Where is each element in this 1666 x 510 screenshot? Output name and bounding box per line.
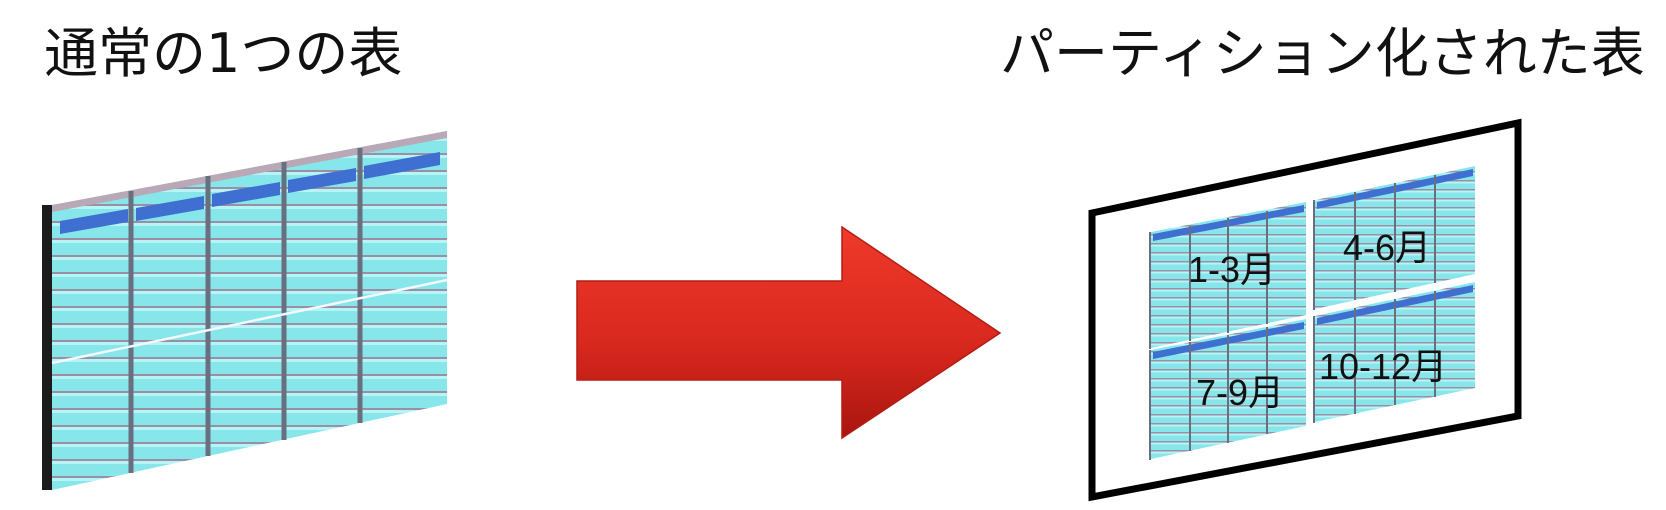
table-left-edge: [42, 205, 52, 490]
partition-table-q2: 4-6月: [1313, 166, 1475, 310]
partitioned-table-title: パーティション化された表: [1000, 22, 1645, 85]
table-header-cell: [60, 209, 128, 234]
partition-label-q2: 4-6月: [1343, 227, 1431, 268]
arrow-right-icon: [576, 225, 1002, 440]
single-table-graphic: [42, 131, 448, 490]
partition-table-q3: 7-9月: [1149, 319, 1306, 460]
single-table-title: 通常の1つの表: [44, 22, 403, 85]
partition-label-q3: 7-9月: [1196, 372, 1284, 413]
partition-table-q1: 1-3月: [1149, 202, 1306, 349]
table-top-edge: [52, 131, 447, 212]
table-split-line: [51, 278, 448, 365]
table-body: [52, 131, 447, 490]
partitioned-table-graphic: 1-3月 4-6月 7-9月: [1088, 118, 1522, 502]
table-header-cell: [212, 182, 280, 207]
partition-label-q4: 10-12月: [1319, 346, 1447, 387]
table-header-cell: [136, 196, 204, 221]
table-header-cell: [364, 152, 440, 179]
partition-table-q4: 10-12月: [1313, 282, 1475, 423]
partition-label-q1: 1-3月: [1188, 249, 1276, 290]
table-header-cell: [288, 168, 356, 193]
